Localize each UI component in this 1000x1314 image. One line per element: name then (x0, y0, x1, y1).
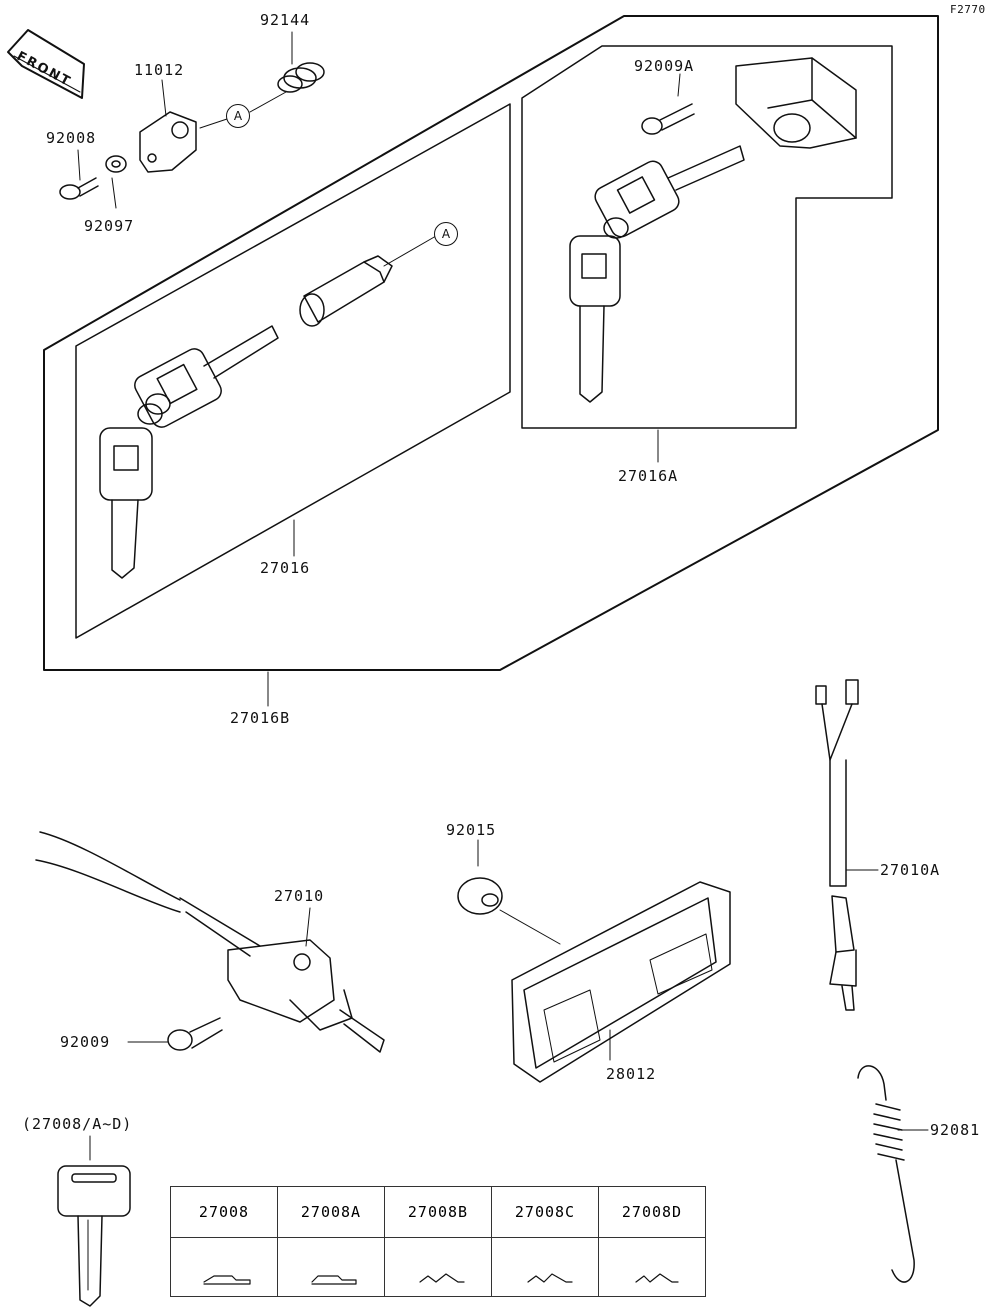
part-label-92015: 92015 (446, 821, 497, 839)
key-pair-27016-part (99, 325, 279, 579)
part-label-92008: 92008 (46, 129, 97, 147)
switch-housing-part (735, 57, 857, 149)
ignition-switch-27010-part (35, 831, 385, 1053)
key-profile-row (170, 1237, 706, 1297)
part-label-27016a: 27016A (618, 467, 679, 485)
switch-27010a-part (815, 679, 859, 1011)
key-variant-cell: 27008 (170, 1186, 278, 1238)
key-profile-cell (384, 1237, 492, 1297)
key-variant-table: 27008 27008A 27008B 27008C 27008D (170, 1186, 706, 1297)
key-27008-part (57, 1165, 131, 1307)
part-label-11012: 11012 (134, 61, 185, 79)
kit-27016b-outline (43, 15, 939, 671)
kit-27016-outline (75, 103, 511, 639)
front-arrow-icon (7, 29, 85, 99)
key-pair-27016a-part (569, 145, 745, 403)
part-label-27016b: 27016B (230, 709, 291, 727)
clip-92144-part (277, 62, 325, 93)
reflector-28012-part (511, 881, 731, 1083)
part-label-92144: 92144 (260, 11, 311, 29)
key-profile-cell (598, 1237, 706, 1297)
lock-cylinder-part (299, 255, 393, 327)
washer-92097-part (105, 155, 127, 173)
nut-92015-part (457, 877, 503, 915)
key-variant-cell: 27008D (598, 1186, 706, 1238)
figure-id: F2770 (950, 3, 986, 16)
part-label-92081: 92081 (930, 1121, 981, 1139)
part-label-92009: 92009 (60, 1033, 111, 1051)
key-variant-cell: 27008B (384, 1186, 492, 1238)
key-profile-cell (491, 1237, 599, 1297)
part-label-27008-group: (27008/A~D) (22, 1115, 133, 1133)
callout-a-cylinder: A (434, 222, 458, 246)
part-label-28012: 28012 (606, 1065, 657, 1083)
key-profile-cell (277, 1237, 385, 1297)
bracket-11012-part (139, 111, 197, 173)
spring-92081-part (857, 1065, 915, 1283)
part-label-27016: 27016 (260, 559, 311, 577)
callout-a-bracket: A (226, 104, 250, 128)
part-label-92009a: 92009A (634, 57, 695, 75)
kit-27016a-outline (521, 45, 893, 429)
key-variant-cell: 27008A (277, 1186, 385, 1238)
key-profile-cell (170, 1237, 278, 1297)
part-label-27010a: 27010A (880, 861, 941, 879)
leader-lines (77, 31, 929, 1161)
screw-92009a-part (641, 103, 695, 135)
key-variant-cell: 27008C (491, 1186, 599, 1238)
part-label-92097: 92097 (84, 217, 135, 235)
screw-92009-part (167, 1017, 223, 1051)
key-variant-header-row: 27008 27008A 27008B 27008C 27008D (170, 1186, 706, 1238)
screw-92008-part (59, 177, 99, 200)
part-label-27010: 27010 (274, 887, 325, 905)
